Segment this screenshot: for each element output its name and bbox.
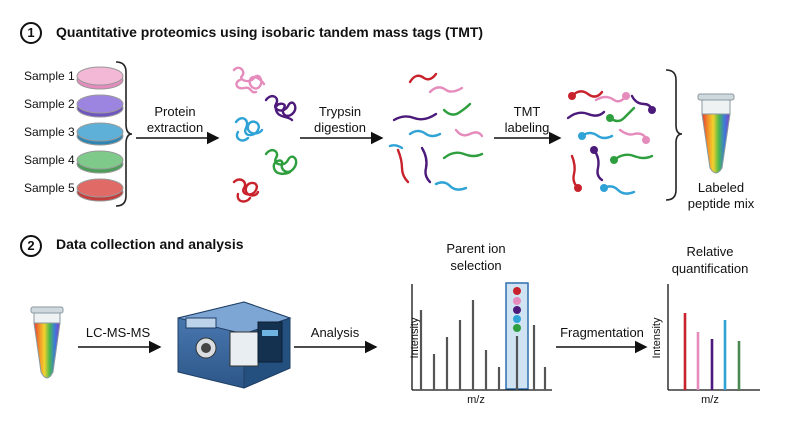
trypsin-digestion-label-line2: digestion — [313, 120, 367, 135]
section-2-title: Data collection and analysis — [56, 236, 244, 252]
analysis-label: Analysis — [310, 325, 360, 340]
labeled-peptide-mix-line2: peptide mix — [687, 196, 755, 211]
sample-tube-icon — [30, 306, 64, 379]
mass-spectrometer-icon — [177, 301, 292, 389]
relative-quant-chart — [667, 284, 760, 391]
sample-dishes — [76, 66, 124, 202]
petri-dish-4-icon — [76, 150, 124, 174]
sample-1-label: Sample 1 — [24, 69, 75, 83]
sample-4-label: Sample 4 — [24, 153, 75, 167]
protein-green-icon — [264, 148, 298, 175]
trypsin-digestion-label-line1: Trypsin — [318, 104, 362, 119]
parent-ion-chart — [411, 282, 552, 391]
protein-blue-icon — [234, 117, 264, 142]
labeled-peptide-mix-line1: Labeled — [697, 180, 745, 195]
sample-5-label: Sample 5 — [24, 181, 75, 195]
petri-dish-2-icon — [76, 94, 124, 118]
section-1-title: Quantitative proteomics using isobaric t… — [56, 24, 484, 40]
digested-peptides — [388, 72, 484, 191]
parent-ion-title-line2: selection — [450, 258, 502, 273]
relative-quant-title-line1: Relative — [686, 244, 734, 259]
protein-extraction-label-line2: extraction — [146, 120, 204, 135]
relative-quant-title-line2: quantification — [671, 261, 749, 276]
tmt-labeling-label-line1: TMT — [513, 104, 541, 119]
protein-purple-icon — [264, 94, 297, 122]
lcms-label: LC-MS-MS — [85, 325, 151, 340]
sample-3-label: Sample 3 — [24, 125, 75, 139]
chart2-xlabel: m/z — [701, 394, 719, 406]
petri-dish-5-icon — [76, 178, 124, 202]
labeled-peptides — [566, 90, 656, 195]
protein-extraction-label-line1: Protein — [154, 104, 196, 119]
protein-pink-icon — [232, 66, 266, 94]
parent-ion-title-line1: Parent ion — [446, 241, 506, 256]
peptide-mix-bracket — [665, 69, 683, 201]
tmt-labeling-label-line2: labeling — [504, 120, 550, 135]
fragmentation-label: Fragmentation — [560, 325, 644, 340]
labeled-peptide-tube-icon — [697, 93, 735, 174]
step-number-2: 2 — [20, 235, 42, 257]
petri-dish-3-icon — [76, 122, 124, 146]
protein-red-icon — [232, 178, 260, 203]
sample-2-label: Sample 2 — [24, 97, 75, 111]
chart1-xlabel: m/z — [467, 394, 485, 406]
petri-dish-1-icon — [76, 66, 124, 90]
chart1-peaks — [419, 300, 547, 390]
step-number-1: 1 — [20, 22, 42, 44]
protein-tangles — [232, 66, 298, 203]
samples-bracket — [115, 61, 133, 207]
